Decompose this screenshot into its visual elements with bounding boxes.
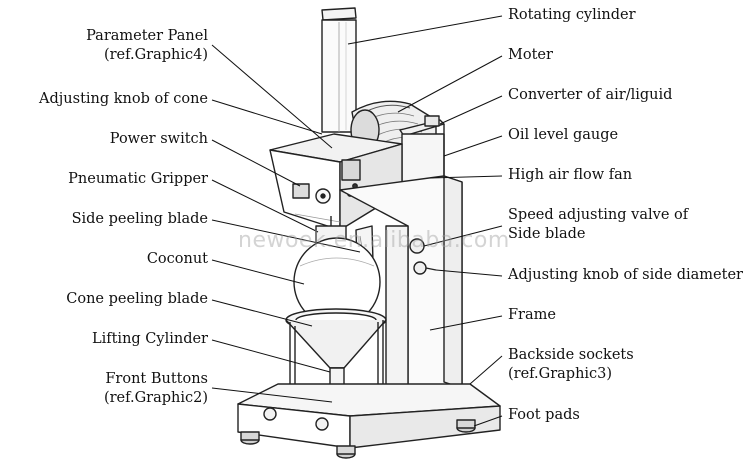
label-line: Moter <box>508 47 553 63</box>
label-rotating-cylinder: Rotating cylinder <box>508 6 636 25</box>
base-part <box>237 383 501 459</box>
cone-blade-part <box>285 308 387 369</box>
rotating-cylinder-part <box>321 7 357 133</box>
label-line: Backside sockets <box>508 347 634 363</box>
label-line: (ref.Graphic2) <box>103 390 208 406</box>
label-line: Parameter Panel <box>86 28 208 44</box>
label-backside-sockets: Backside sockets (ref.Graphic3) <box>508 346 634 384</box>
label-side-peeling-blade: Side peeling blade <box>72 210 208 229</box>
label-line: Lifting Cylinder <box>91 331 208 347</box>
label-line: Foot pads <box>508 407 580 423</box>
label-cone-peeling-blade: Cone peeling blade <box>66 290 208 309</box>
label-line: Adjusting knob of cone <box>39 91 208 107</box>
label-adjusting-knob-side: Adjusting knob of side diameter <box>508 266 743 285</box>
parameter-panel-part <box>269 133 403 231</box>
label-line: High air flow fan <box>508 167 633 183</box>
label-line: Coconut <box>146 251 208 267</box>
label-lifting-cylinder: Lifting Cylinder <box>92 330 208 349</box>
label-foot-pads: Foot pads <box>508 406 580 425</box>
label-line: Oil level gauge <box>508 127 619 143</box>
label-speed-adjusting-valve: Speed adjusting valve of Side blade <box>508 206 688 244</box>
label-coconut: Coconut <box>147 250 208 269</box>
label-high-air-flow-fan: High air flow fan <box>508 166 632 185</box>
frame-part <box>339 175 463 395</box>
label-converter: Converter of air/liguid <box>508 86 672 105</box>
label-line: (ref.Graphic3) <box>508 366 613 382</box>
label-line: Converter of air/liguid <box>508 87 673 103</box>
label-front-buttons: Front Buttons (ref.Graphic2) <box>104 370 208 408</box>
label-line: (ref.Graphic4) <box>103 47 208 63</box>
label-line: Speed adjusting valve of <box>508 207 689 223</box>
label-frame: Frame <box>508 306 556 325</box>
leader-lines <box>211 15 503 427</box>
label-line: Rotating cylinder <box>508 7 636 23</box>
label-oil-level-gauge: Oil level gauge <box>508 126 618 145</box>
label-parameter-panel: Parameter Panel (ref.Graphic4) <box>86 27 208 65</box>
label-line: Power switch <box>109 131 208 147</box>
label-line: Adjusting knob of side diameter <box>508 267 743 283</box>
label-adjusting-knob-cone: Adjusting knob of cone <box>39 90 208 109</box>
label-line: Side peeling blade <box>71 211 208 227</box>
label-line: Side blade <box>508 226 586 242</box>
label-line: Front Buttons <box>105 371 208 387</box>
label-line: Cone peeling blade <box>66 291 208 307</box>
label-moter: Moter <box>508 46 553 65</box>
label-line: Pneumatic Gripper <box>68 171 208 187</box>
label-pneumatic-gripper: Pneumatic Gripper <box>68 170 208 189</box>
watermark-text: newoek.en.alibaba.com <box>238 228 510 253</box>
label-power-switch: Power switch <box>110 130 208 149</box>
label-line: Frame <box>508 307 556 323</box>
